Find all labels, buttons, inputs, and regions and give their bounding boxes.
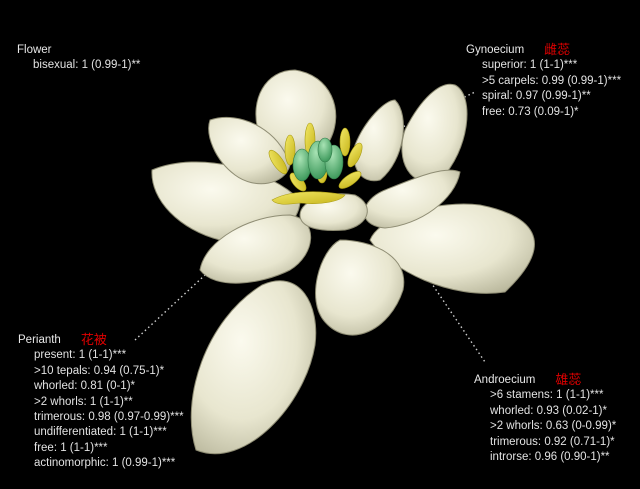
androecium-chinese-label: 雄蕊: [555, 373, 582, 388]
androecium-trait: whorled: 0.93 (0.02-1)*: [490, 404, 607, 417]
androecium-trait: trimerous: 0.92 (0.71-1)*: [490, 435, 615, 448]
flower-trait: bisexual: 1 (0.99-1)**: [33, 59, 141, 72]
androecium-title: Androecium: [474, 374, 536, 386]
perianth-trait: free: 1 (1-1)***: [34, 441, 108, 454]
outer-tepals: [151, 69, 535, 455]
gynoecium-trait: spiral: 0.97 (0.99-1)**: [482, 90, 591, 103]
perianth-trait: >2 whorls: 1 (1-1)**: [34, 395, 133, 408]
androecium-trait: >6 stamens: 1 (1-1)***: [490, 389, 604, 402]
perianth-trait: present: 1 (1-1)***: [34, 349, 127, 362]
gynoecium-chinese-label: 雌蕊: [544, 43, 571, 58]
perianth-title: Perianth: [18, 334, 61, 346]
perianth-traits: Perianth 花被 present: 1 (1-1)*** >10 tepa…: [18, 333, 184, 472]
perianth-trait: whorled: 0.81 (0-1)*: [34, 380, 135, 393]
gynoecium-title: Gynoecium: [466, 44, 525, 56]
flower-traits: Flower bisexual: 1 (0.99-1)**: [17, 43, 140, 74]
perianth-trait: >10 tepals: 0.94 (0.75-1)*: [34, 364, 165, 377]
gynoecium-trait: superior: 1 (1-1)***: [482, 59, 578, 72]
perianth-trait: undifferentiated: 1 (1-1)***: [34, 426, 167, 439]
androecium-traits: Androecium 雄蕊 >6 stamens: 1 (1-1)*** who…: [474, 373, 616, 465]
gynoecium-trait: free: 0.73 (0.09-1)*: [482, 105, 579, 118]
androecium-trait: >2 whorls: 0.63 (0-0.99)*: [490, 420, 617, 433]
flower-title: Flower: [17, 44, 52, 56]
carpels: [292, 137, 344, 182]
gynoecium-traits: Gynoecium 雌蕊 superior: 1 (1-1)*** >5 car…: [466, 43, 621, 120]
gynoecium-trait: >5 carpels: 0.99 (0.99-1)***: [482, 74, 622, 87]
perianth-trait: actinomorphic: 1 (0.99-1)***: [34, 457, 176, 470]
perianth-trait: trimerous: 0.98 (0.97-0.99)***: [34, 411, 184, 424]
perianth-chinese-label: 花被: [80, 333, 107, 348]
androecium-trait: introrse: 0.96 (0.90-1)**: [490, 451, 610, 464]
